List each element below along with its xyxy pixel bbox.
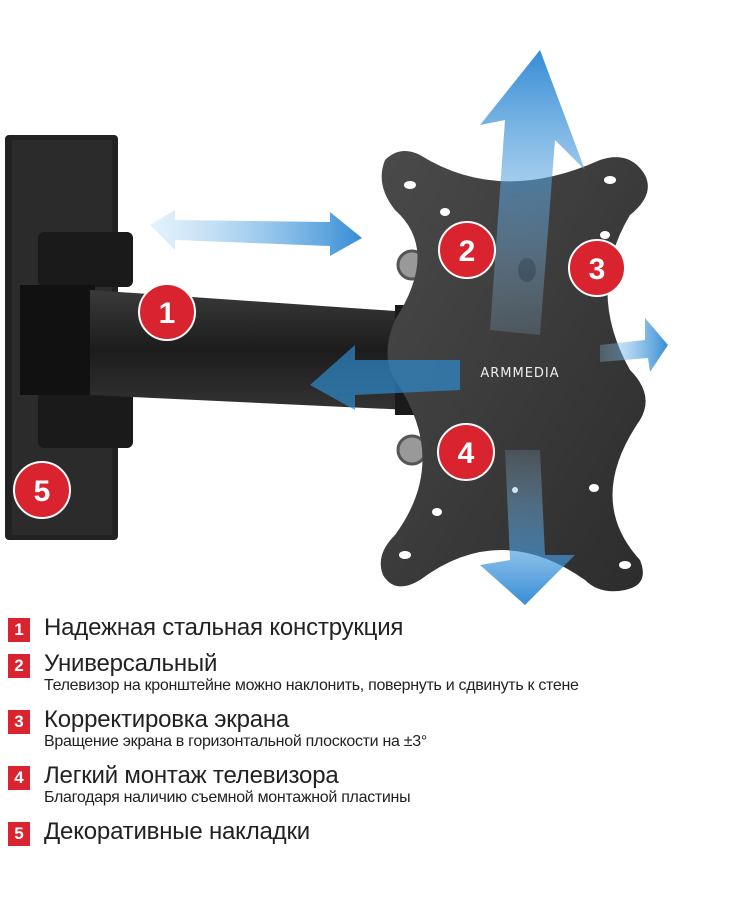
feature-subtitle: Телевизор на кронштейне можно наклонить,… [44,677,579,694]
arrow-down-icon [480,450,575,605]
feature-title: Корректировка экрана [44,706,290,733]
brand-logo: ARMMEDIA [480,366,559,381]
svg-text:5: 5 [34,475,51,508]
feature-number: 3 [8,710,30,734]
feature-title: Универсальный [44,650,218,677]
callout-badge-1: 1 [138,283,196,341]
feature-subtitle: Благодаря наличию съемной монтажной плас… [44,789,411,806]
callout-badge-3: 3 [568,239,626,297]
movement-arrows [150,50,668,605]
feature-title: Легкий монтаж телевизора [44,762,339,789]
arrow-left-icon [310,345,460,410]
feature-number: 4 [8,766,30,790]
svg-text:3: 3 [589,253,606,286]
arrow-right-icon [600,318,668,372]
feature-title: Декоративные накладки [44,818,310,845]
feature-number: 5 [8,822,30,846]
callout-badge-2: 2 [438,221,496,279]
svg-text:1: 1 [159,297,176,330]
svg-text:4: 4 [458,437,475,470]
bracket-illustration: ARMMEDIA 1 2 3 4 5 [5,50,668,605]
arrow-up-icon [480,50,585,335]
arrow-left-right-icon [150,210,362,256]
callout-badge-5: 5 [13,461,71,519]
svg-text:2: 2 [459,235,476,268]
callout-badge-4: 4 [437,423,495,481]
feature-number: 2 [8,654,30,678]
feature-title: Надежная стальная конструкция [44,614,404,641]
bracket-arm [90,249,435,466]
feature-number: 1 [8,618,30,642]
feature-subtitle: Вращение экрана в горизонтальной плоскос… [44,733,427,750]
